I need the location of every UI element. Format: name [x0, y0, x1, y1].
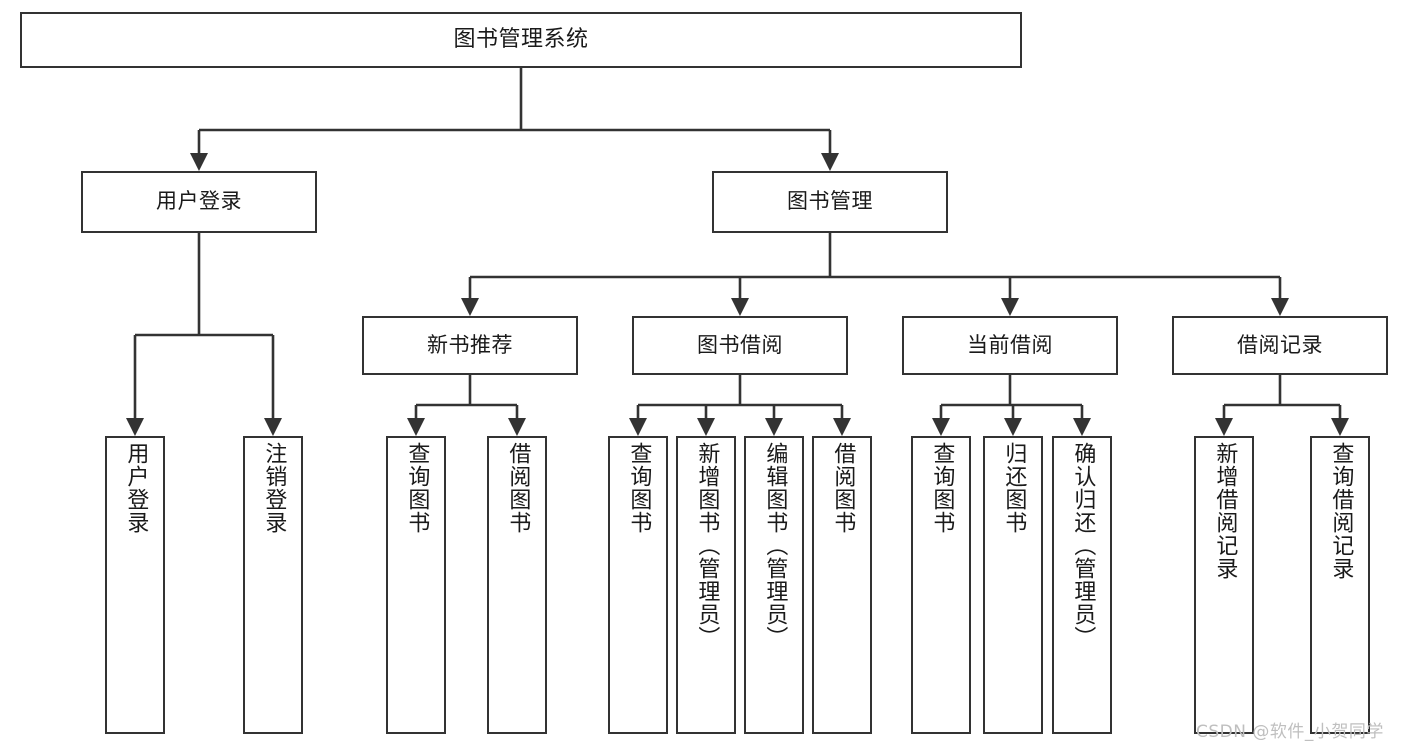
node-leaf-return-book[interactable]: 归还图书 — [983, 436, 1043, 734]
node-leaf-logout-login[interactable]: 注销登录 — [243, 436, 303, 734]
node-new-book-recommend[interactable]: 新书推荐 — [362, 316, 578, 375]
node-user-login[interactable]: 用户登录 — [81, 171, 317, 233]
node-label-leaf-query-book-1: 查询图书 — [404, 442, 430, 534]
node-label-leaf-user-login: 用户登录 — [123, 442, 149, 534]
node-root[interactable]: 图书管理系统 — [20, 12, 1022, 68]
watermark-label: CSDN @软件_小贺同学 — [1196, 722, 1384, 742]
node-current-borrow[interactable]: 当前借阅 — [902, 316, 1118, 375]
node-borrow-record[interactable]: 借阅记录 — [1172, 316, 1388, 375]
node-leaf-borrow-book-1[interactable]: 借阅图书 — [487, 436, 547, 734]
node-label-borrow-record: 借阅记录 — [1237, 332, 1323, 357]
node-book-borrow[interactable]: 图书借阅 — [632, 316, 848, 375]
node-label-leaf-logout-login: 注销登录 — [261, 442, 287, 534]
node-leaf-user-login[interactable]: 用户登录 — [105, 436, 165, 734]
node-leaf-add-record[interactable]: 新增借阅记录 — [1194, 436, 1254, 734]
node-label-leaf-query-book-2: 查询图书 — [626, 442, 652, 534]
node-label-current-borrow: 当前借阅 — [967, 332, 1053, 357]
node-leaf-query-record[interactable]: 查询借阅记录 — [1310, 436, 1370, 734]
node-label-leaf-return-book: 归还图书 — [1001, 442, 1027, 534]
node-leaf-edit-book[interactable]: 编辑图书（管理员） — [744, 436, 804, 734]
node-label-new-book-recommend: 新书推荐 — [427, 332, 513, 357]
node-label-leaf-confirm-return: 确认归还（管理员） — [1070, 442, 1096, 649]
node-leaf-query-book-2[interactable]: 查询图书 — [608, 436, 668, 734]
node-leaf-query-book-3[interactable]: 查询图书 — [911, 436, 971, 734]
node-label-book-manage: 图书管理 — [787, 189, 873, 214]
node-leaf-add-book[interactable]: 新增图书（管理员） — [676, 436, 736, 734]
node-leaf-borrow-book-2[interactable]: 借阅图书 — [812, 436, 872, 734]
node-leaf-confirm-return[interactable]: 确认归还（管理员） — [1052, 436, 1112, 734]
node-label-book-borrow: 图书借阅 — [697, 332, 783, 357]
node-label-leaf-borrow-book-2: 借阅图书 — [830, 442, 856, 534]
node-label-leaf-add-record: 新增借阅记录 — [1212, 442, 1238, 580]
node-label-leaf-add-book: 新增图书（管理员） — [694, 442, 720, 649]
node-label-leaf-edit-book: 编辑图书（管理员） — [762, 442, 788, 649]
node-book-manage[interactable]: 图书管理 — [712, 171, 948, 233]
node-label-user-login: 用户登录 — [156, 189, 242, 214]
node-label-root: 图书管理系统 — [453, 26, 589, 52]
node-label-leaf-borrow-book-1: 借阅图书 — [505, 442, 531, 534]
node-label-leaf-query-book-3: 查询图书 — [929, 442, 955, 534]
node-label-leaf-query-record: 查询借阅记录 — [1328, 442, 1354, 580]
node-leaf-query-book-1[interactable]: 查询图书 — [386, 436, 446, 734]
